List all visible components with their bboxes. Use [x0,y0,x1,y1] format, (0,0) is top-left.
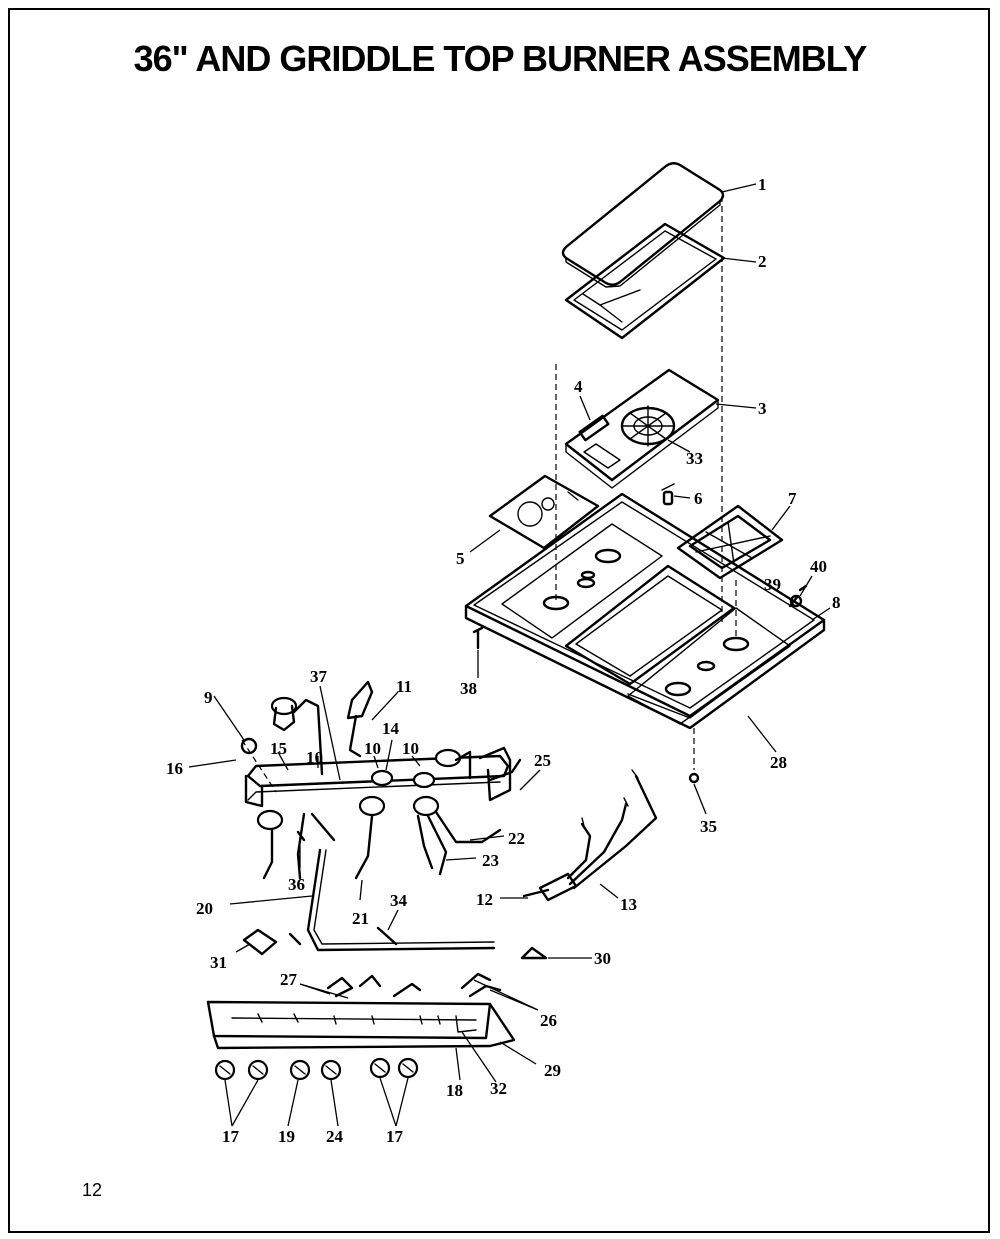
callout-2: 2 [758,252,767,271]
callout-1: 1 [758,175,767,194]
page-border [8,8,990,1233]
callout-22: 22 [508,829,525,848]
callout-21: 21 [352,909,369,928]
callout-32: 32 [490,1079,507,1098]
callout-20: 20 [196,899,213,918]
cooktop-main-top [464,492,826,730]
callout-labels: 1 2 3 4 5 6 7 8 9 10 10 10 11 12 13 14 1… [166,175,841,1146]
callout-24: 24 [326,1127,344,1146]
right-burner-grate [676,504,784,580]
callout-8: 8 [832,593,841,612]
callout-3: 3 [758,399,767,418]
callout-30: 30 [594,949,611,968]
callout-10-a: 10 [306,748,323,767]
callout-16: 16 [166,759,183,778]
callout-40: 40 [810,557,827,576]
callout-17-a: 17 [222,1127,240,1146]
callout-15: 15 [270,739,287,758]
griddle-burner-tray [564,368,720,489]
gas-manifold-assembly [240,680,522,880]
callout-23: 23 [482,851,499,870]
callout-33: 33 [686,449,703,468]
callout-14: 14 [382,719,400,738]
callout-34: 34 [390,891,408,910]
callout-19: 19 [278,1127,295,1146]
callout-39: 39 [764,575,781,594]
callout-26: 26 [540,1011,557,1030]
callout-10-c: 10 [402,739,419,758]
callout-28: 28 [770,753,787,772]
callout-18: 18 [446,1081,463,1100]
burner-tube-and-brackets [242,848,548,960]
callout-9: 9 [204,688,213,707]
igniter-harness [522,769,658,902]
callout-13: 13 [620,895,637,914]
callout-5: 5 [456,549,465,568]
left-burner-grate [488,474,600,550]
griddle-cover [561,162,725,288]
callout-12: 12 [476,890,493,909]
callout-10-b: 10 [364,739,381,758]
callout-31: 31 [210,953,227,972]
callout-37: 37 [310,667,328,686]
callout-17-b: 17 [386,1127,404,1146]
page-number: 12 [82,1180,103,1200]
callout-7: 7 [788,489,797,508]
control-knobs [214,1057,419,1081]
leader-lines [188,183,831,1127]
diagram-title: 36" AND GRIDDLE TOP BURNER ASSEMBLY [133,38,868,79]
valve-clips [326,972,502,998]
callout-27: 27 [280,970,298,989]
callout-6: 6 [694,489,703,508]
control-panel [206,1000,516,1050]
callout-36: 36 [288,875,305,894]
callout-38: 38 [460,679,477,698]
callout-25: 25 [534,751,551,770]
callout-29: 29 [544,1061,561,1080]
callout-35: 35 [700,817,717,836]
callout-11: 11 [396,677,412,696]
griddle-pan [564,222,726,340]
callout-4: 4 [574,377,583,396]
